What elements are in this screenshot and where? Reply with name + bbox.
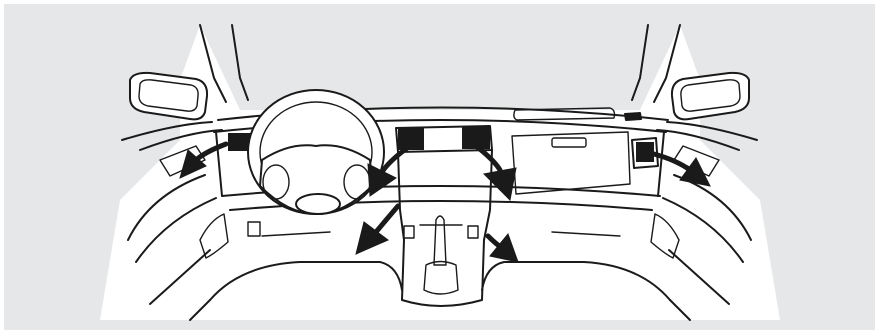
windshield-pillars <box>200 25 680 102</box>
steering-wheel <box>248 90 384 214</box>
right-side-mirror <box>672 73 749 119</box>
right-side-vent-grille <box>636 142 654 162</box>
left-side-mirror <box>130 73 207 119</box>
